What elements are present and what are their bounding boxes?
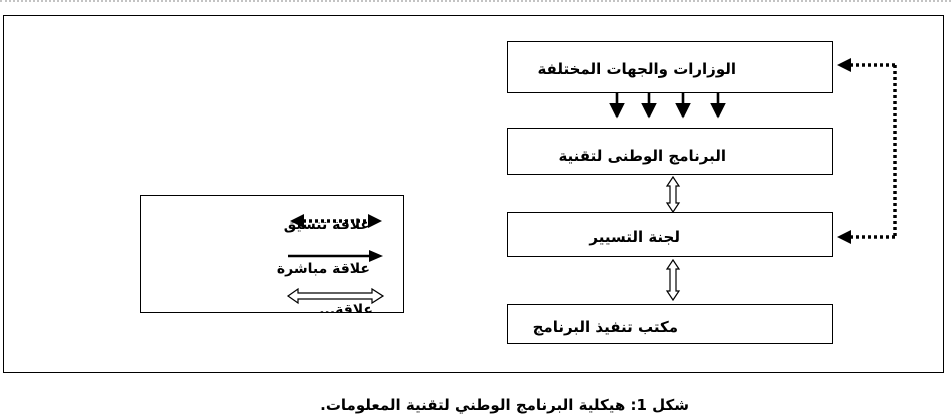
box-national-program-label: البرنامج الوطنى لتقنية	[558, 147, 726, 165]
box-program-office	[507, 304, 833, 344]
figure-frame	[3, 15, 944, 373]
coordination-arrowhead-top	[837, 58, 851, 72]
figure-caption: شكل 1: هيكلية البرنامج الوطني لتقنية الم…	[320, 396, 689, 414]
page-top-edge	[0, 0, 951, 5]
legend-hollow-symbol	[286, 287, 385, 305]
direct-arrows-group	[609, 93, 726, 119]
box-ministries	[507, 41, 833, 93]
coordination-arrowhead-bottom	[837, 230, 851, 244]
figure-caption-label: شكل 1:	[630, 396, 689, 414]
box-program-office-label: مكتب تنفيذ البرنامج	[532, 318, 678, 336]
box-national-program	[507, 128, 833, 175]
legend-direct-label: علاقة مباشرة	[276, 261, 370, 277]
box-ministries-label: الوزارات والجهات المختلفة	[537, 60, 736, 78]
hollow-double-arrow-2	[665, 258, 681, 302]
coordination-loop	[837, 58, 897, 244]
legend-third-label: علاقة...	[319, 302, 373, 313]
legend-coordination-symbol	[290, 214, 382, 228]
hollow-double-arrow-1	[665, 175, 681, 214]
box-steering-committee-label: لجنة التسيير	[589, 228, 680, 246]
box-steering-committee	[507, 212, 833, 257]
figure-caption-text: هيكلية البرنامج الوطني لتقنية المعلومات.	[320, 396, 626, 414]
legend-direct-symbol	[288, 250, 383, 262]
